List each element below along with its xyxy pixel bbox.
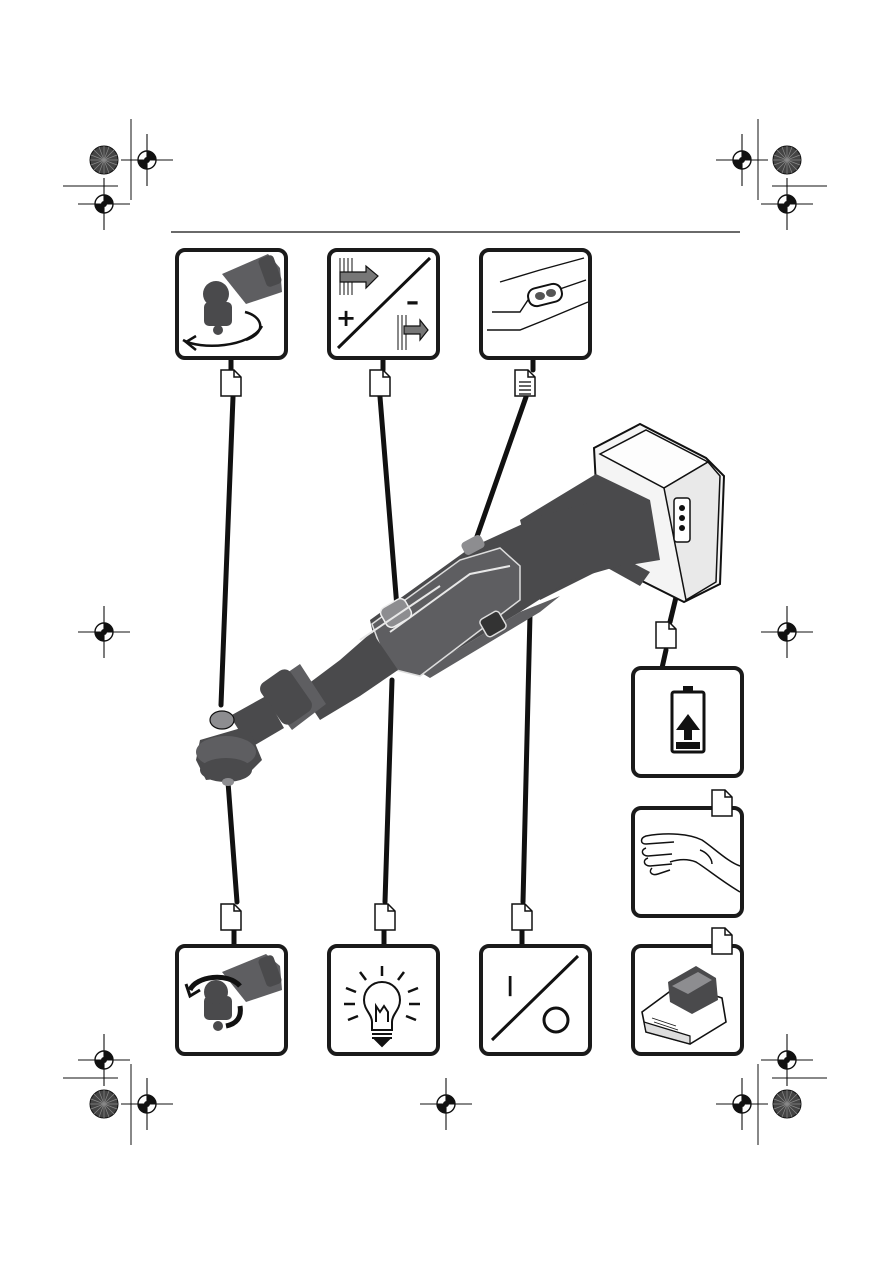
plus-label: +: [336, 304, 356, 332]
panel-battery-insert: [633, 668, 742, 776]
document-icon: [375, 904, 395, 930]
document-icon: [712, 790, 732, 816]
document-text-icon: [515, 370, 535, 396]
panel-chuck-rotate: [177, 250, 286, 358]
panel-switch: [481, 250, 590, 358]
document-icon: [221, 904, 241, 930]
battery-insert-icon: [672, 686, 704, 752]
panel-hand: [633, 790, 742, 916]
panel-light: [329, 946, 438, 1054]
panel-charger: [633, 928, 742, 1054]
document-icon: [221, 370, 241, 396]
document-icon: [656, 622, 676, 648]
panel-chuck-turn: [177, 946, 286, 1054]
minus-label: –: [406, 287, 419, 317]
on-label: I: [506, 970, 514, 1003]
panel-direction: + –: [329, 250, 438, 358]
document-icon: [512, 904, 532, 930]
document-icon: [370, 370, 390, 396]
document-icon: [712, 928, 732, 954]
panel-on-off: I: [481, 946, 590, 1054]
